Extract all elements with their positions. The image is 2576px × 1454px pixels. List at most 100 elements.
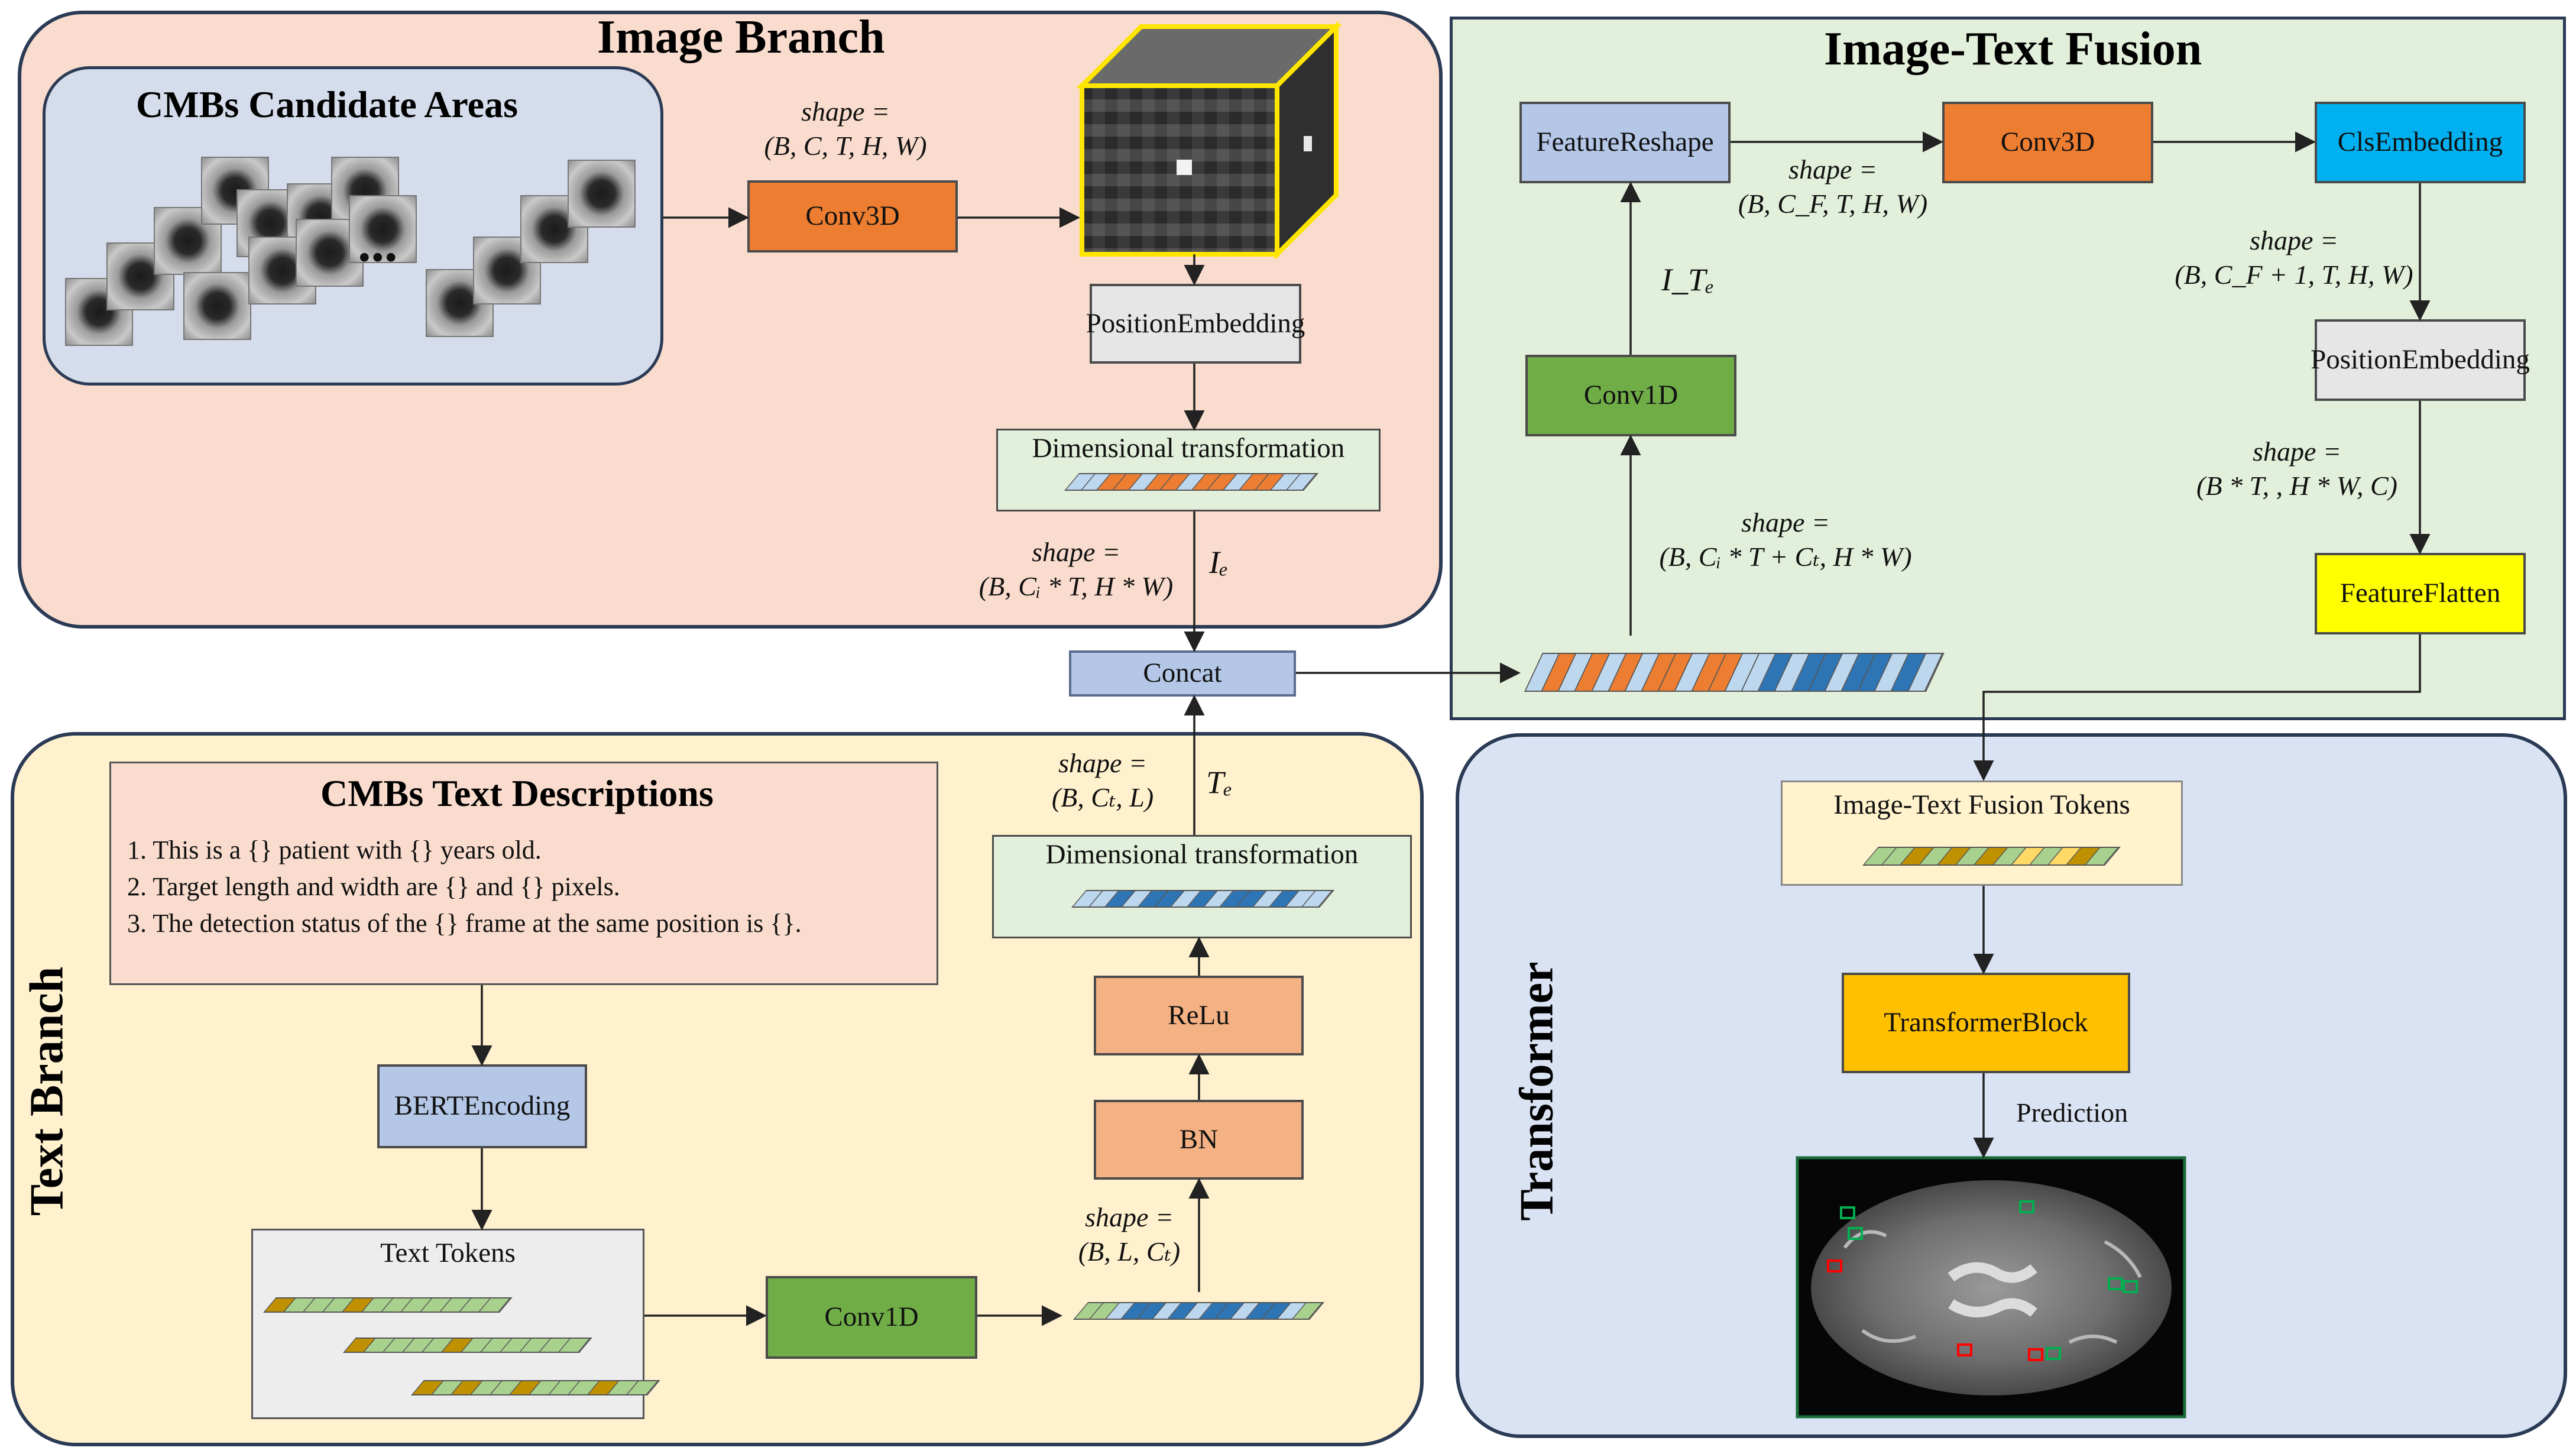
cmbs-text-descriptions-title: CMBs Text Descriptions [320, 772, 714, 814]
detection-box-green [2046, 1347, 2061, 1360]
shape-label-image-output: shape = (B, Cᵢ * T, H * W) [958, 535, 1194, 603]
feature-reshape-box: Feature Reshape [1519, 102, 1731, 183]
bn-box: BN [1094, 1100, 1304, 1180]
shape-label-line1: shape = [1788, 154, 1877, 184]
shape-label-line2: (B, Cᵢ * T, H * W) [978, 571, 1174, 601]
shape-label-line2: (B, C, T, H, W) [764, 130, 927, 161]
image-text-fusion-tokens-box: Image-Text Fusion Tokens [1781, 781, 2183, 886]
prediction-label: Prediction [2016, 1097, 2128, 1128]
shape-label-concat-output: shape = (B, Cᵢ * T + Cₜ, H * W) [1632, 506, 1939, 574]
text-description-line3: 3. The detection status of the {} frame … [127, 909, 802, 938]
position-embedding-fusion-line1: Position [2311, 344, 2402, 375]
detection-box-red [2028, 1348, 2043, 1361]
feature-reshape-line2: Reshape [1619, 127, 1714, 158]
position-embedding-line2: Embedding [1177, 307, 1305, 339]
fusion-token-strip [1862, 847, 2121, 866]
feature-flatten-line1: Feature [2340, 578, 2423, 609]
bn-label: BN [1179, 1123, 1219, 1155]
relu-box: ReLu [1094, 976, 1304, 1055]
feature-flatten-box: Feature Flatten [2315, 553, 2526, 634]
detection-box-green [1848, 1227, 1863, 1240]
text-branch-title: Text Branch [21, 966, 73, 1216]
image-token-strip [1064, 473, 1319, 491]
shape-label-position: shape = (B * T, , H * W, C) [2164, 435, 2430, 503]
text-description-line1: 1. This is a {} patient with {} years ol… [127, 836, 542, 864]
dimensional-transformation-image-label: Dimensional transformation [1032, 433, 1345, 464]
shape-label-line2: (B * T, , H * W, C) [2196, 470, 2397, 501]
shape-label-line2: (B, C_F, T, H, W) [1738, 188, 1928, 219]
concat-label: Concat [1143, 658, 1222, 689]
cmbs-candidate-areas-title: CMBs Candidate Areas [136, 83, 518, 125]
image-branch-title: Image Branch [597, 11, 885, 63]
feature-flatten-line2: Flatten [2423, 578, 2501, 609]
feature-reshape-line1: Feature [1536, 127, 1620, 158]
position-embedding-image-box: Position Embedding [1086, 284, 1305, 364]
text-tokens-label: Text Tokens [380, 1238, 516, 1268]
concat-box: Concat [1069, 650, 1296, 697]
detection-box-red [1957, 1343, 1972, 1356]
relu-label: ReLu [1168, 999, 1230, 1031]
shape-label-line1: shape = [1085, 1202, 1174, 1232]
conv3d-image-box: Conv3D [747, 180, 958, 252]
shape-label-line1: shape = [1058, 748, 1147, 778]
shape-label-line1: shape = [1741, 507, 1830, 537]
position-embedding-fusion-box: Position Embedding [2311, 319, 2530, 401]
dimensional-transformation-image-box: Dimensional transformation [996, 429, 1381, 511]
concat-token-strip [1524, 653, 1945, 692]
conv3d-image-label: Conv3D [805, 200, 900, 232]
shape-label-line2: (B, Cₜ, L) [1051, 782, 1154, 812]
te-label: Tₑ [1206, 765, 1233, 800]
detection-box-green [1840, 1206, 1855, 1219]
shape-label-conv1d-output: shape = (B, L, Cₜ) [1041, 1200, 1218, 1268]
text-token-strip-1 [263, 1297, 513, 1313]
ite-label: I_Tₑ [1661, 262, 1715, 297]
transformer-title: Transformer [1511, 961, 1563, 1221]
dimensional-transformation-text-label: Dimensional transformation [1045, 839, 1359, 870]
ellipsis-text: ... [358, 214, 398, 273]
conv3d-fusion-box: Conv3D [1942, 102, 2153, 183]
text-token-strip-3 [411, 1380, 660, 1395]
cls-embedding-line2: Embedding [2374, 127, 2503, 158]
detection-box-green [2108, 1277, 2123, 1290]
shape-label-line1: shape = [2250, 225, 2338, 255]
shape-label-line2: (B, C_F + 1, T, H, W) [2175, 259, 2413, 290]
detection-box-green [2019, 1200, 2034, 1213]
shape-label-fusion-reshape: shape = (B, C_F, T, H, W) [1732, 153, 1933, 221]
transformer-block-box: Transformer Block [1842, 973, 2130, 1073]
candidate-patch [349, 195, 417, 263]
position-embedding-fusion-line2: Embedding [2402, 344, 2530, 375]
conv1d-output-strip [1073, 1302, 1325, 1320]
detection-box-red [1827, 1259, 1842, 1272]
text-embedding-strip [1071, 890, 1335, 908]
bert-encoding-line2: Encoding [464, 1090, 571, 1122]
shape-label-line1: shape = [801, 96, 890, 127]
cls-embedding-line1: Cls [2337, 127, 2375, 158]
shape-label-line1: shape = [2253, 436, 2341, 467]
ie-label: Iₑ [1209, 545, 1229, 580]
shape-label-line2: (B, Cᵢ * T + Cₜ, H * W) [1659, 541, 1912, 572]
candidate-patch [568, 160, 636, 228]
conv1d-text-label: Conv1D [824, 1301, 919, 1333]
transformer-block-line1: Transformer [1884, 1007, 2022, 1038]
image-text-fusion-title: Image-Text Fusion [1824, 23, 2202, 75]
dimensional-transformation-text-box: Dimensional transformation [992, 835, 1412, 938]
cls-embedding-box: Cls Embedding [2315, 102, 2526, 183]
text-description-line2: 2. Target length and width are {} and {}… [127, 872, 620, 901]
fusion-tokens-label: Image-Text Fusion Tokens [1833, 789, 2130, 820]
shape-label-cls: shape = (B, C_F + 1, T, H, W) [2152, 224, 2436, 292]
conv1d-fusion-box: Conv1D [1525, 355, 1736, 436]
text-token-strip-2 [343, 1338, 592, 1353]
shape-label-line1: shape = [1032, 537, 1120, 567]
bert-encoding-line1: BERT [394, 1090, 464, 1122]
position-embedding-line1: Position [1086, 307, 1177, 339]
detection-box-green [2123, 1280, 2138, 1293]
shape-label-text-output: shape = (B, Cₜ, L) [1029, 746, 1177, 814]
conv1d-text-box: Conv1D [766, 1276, 977, 1359]
candidate-patch [183, 272, 251, 340]
shape-label-conv3d-input: shape = (B, C, T, H, W) [757, 95, 934, 163]
conv1d-fusion-label: Conv1D [1583, 380, 1679, 411]
bert-encoding-box: BERT Encoding [377, 1064, 587, 1148]
transformer-block-line2: Block [2021, 1007, 2088, 1038]
cmbs-text-descriptions-panel [109, 762, 938, 985]
